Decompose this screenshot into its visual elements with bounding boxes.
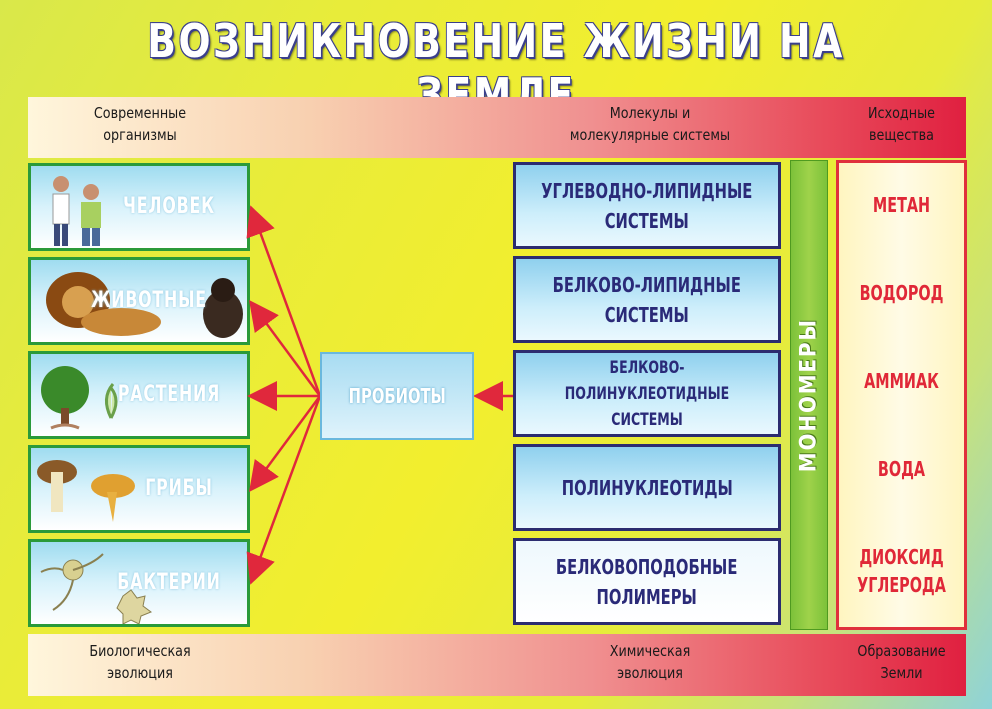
band-text: Молекулы и: [609, 104, 691, 122]
molecule-box: БЕЛКОВО-ЛИПИДНЫЕ СИСТЕМЫ: [513, 256, 781, 343]
molecule-box: БЕЛКОВО-ПОЛИНУКЛЕОТИДНЫЕ СИСТЕМЫ: [513, 350, 781, 437]
molecule-box: УГЛЕВОДНО-ЛИПИДНЫЕ СИСТЕМЫ: [513, 162, 781, 249]
band-text: молекулярные системы: [569, 126, 731, 144]
top-band: [28, 97, 966, 158]
substance-label: ВОДОРОД: [859, 281, 944, 305]
poster-title: ВОЗНИКНОВЕНИЕ ЖИЗНИ НА ЗЕМЛЕ: [147, 14, 845, 122]
organism-box-animals: ЖИВОТНЫЕ: [28, 257, 250, 345]
band-text: Современные: [93, 104, 187, 122]
band-text: Химическая: [609, 642, 691, 660]
mushrooms-icon: [37, 460, 135, 522]
bacteria-icon: [40, 553, 153, 624]
molecule-text: СИСТЕМЫ: [611, 409, 683, 430]
molecule-text: ПОЛИМЕРЫ: [596, 584, 698, 609]
organism-box-plants: РАСТЕНИЯ: [28, 351, 250, 439]
substance-label: АММИАК: [864, 369, 939, 393]
lion-chimp-icon: [46, 272, 243, 338]
band-text: эволюция: [617, 664, 683, 682]
molecule-text: БЕЛКОВО-ЛИПИДНЫЕ: [552, 272, 742, 297]
organism-label: ГРИБЫ: [145, 476, 213, 501]
organism-box-fungi: ГРИБЫ: [28, 445, 250, 533]
molecule-text: УГЛЕВОДНО-ЛИПИДНЫЕ: [541, 178, 753, 203]
probionts-box: ПРОБИОТЫ: [320, 352, 474, 440]
organism-box-human: ЧЕЛОВЕК: [28, 163, 250, 251]
substance-line: УГЛЕРОДА: [857, 573, 946, 597]
source-substances-label: Исходные вещества: [846, 102, 957, 146]
organism-label: БАКТЕРИИ: [117, 570, 221, 595]
arrow-to-fungi: [249, 395, 322, 493]
organism-label: ЧЕЛОВЕК: [123, 194, 215, 219]
substance-label: МЕТАН: [872, 193, 931, 217]
organism-label: РАСТЕНИЯ: [117, 382, 221, 407]
biological-evolution-label: Биологическая эволюция: [72, 640, 208, 684]
monomers-bar: МОНОМЕРЫ: [790, 160, 828, 630]
substance-label: ДИОКСИД УГЛЕРОДА: [852, 543, 952, 599]
molecule-text: СИСТЕМЫ: [604, 208, 690, 233]
substance-label: ВОДА: [877, 457, 926, 481]
arrow-to-human: [246, 205, 322, 397]
tree-plant-icon: [41, 366, 118, 430]
molecule-box: БЕЛКОВОПОДОБНЫЕ ПОЛИМЕРЫ: [513, 538, 781, 625]
source-substances-box: МЕТАН ВОДОРОД АММИАК ВОДА ДИОКСИД УГЛЕРО…: [836, 160, 967, 630]
arrow-to-bacteria: [246, 395, 322, 585]
molecule-box: ПОЛИНУКЛЕОТИДЫ: [513, 444, 781, 531]
band-text: Образование: [857, 642, 946, 660]
band-text: организмы: [103, 126, 177, 144]
substance-line: ДИОКСИД: [859, 545, 944, 569]
molecule-text: БЕЛКОВОПОДОБНЫЕ: [556, 554, 738, 579]
bottom-band: [28, 634, 966, 696]
arrow-to-animals: [249, 299, 322, 397]
band-text: вещества: [869, 126, 934, 144]
monomers-label: МОНОМЕРЫ: [796, 317, 822, 473]
organism-box-bacteria: БАКТЕРИИ: [28, 539, 250, 627]
organism-label: ЖИВОТНЫЕ: [91, 288, 207, 313]
band-text: Исходные: [868, 104, 935, 122]
probionts-label: ПРОБИОТЫ: [348, 384, 446, 408]
band-text: Биологическая: [89, 642, 191, 660]
band-text: эволюция: [107, 664, 173, 682]
molecule-text: БЕЛКОВО-ПОЛИНУКЛЕОТИДНЫЕ: [564, 357, 730, 404]
molecule-text: ПОЛИНУКЛЕОТИДЫ: [561, 475, 733, 500]
humans-icon: [52, 176, 101, 246]
chemical-evolution-label: Химическая эволюция: [540, 640, 761, 684]
band-text: Земли: [880, 664, 923, 682]
modern-organisms-label: Современные организмы: [72, 102, 208, 146]
earth-formation-label: Образование Земли: [846, 640, 957, 684]
molecules-label: Молекулы и молекулярные системы: [540, 102, 761, 146]
molecule-text: СИСТЕМЫ: [604, 302, 690, 327]
